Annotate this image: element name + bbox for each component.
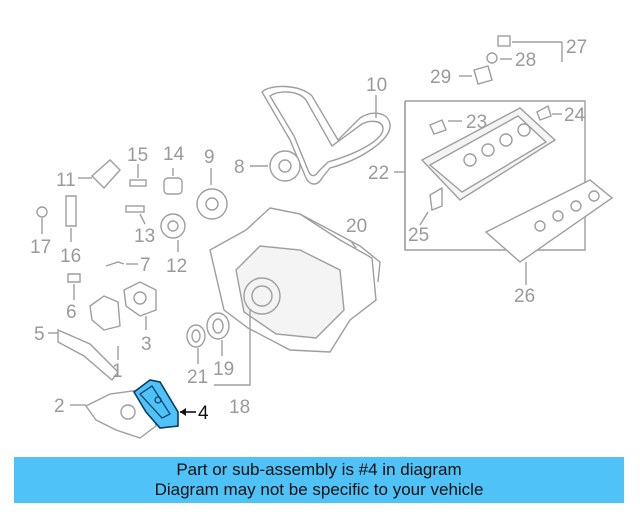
info-banner: Part or sub-assembly is #4 in diagram Di… [14,457,624,503]
label-28: 28 [515,50,536,71]
label-20: 20 [346,216,367,237]
label-4: 4 [198,403,209,424]
parts-diagram: 10 23 24 22 25 26 27 28 29 [30,35,614,439]
label-6: 6 [66,302,77,323]
label-3: 3 [141,334,152,355]
label-1: 1 [112,361,123,382]
banner-line-1: Part or sub-assembly is #4 in diagram [176,460,462,479]
lower-left-parts [57,273,157,382]
small-parts [36,159,147,267]
label-14: 14 [163,144,185,165]
label-7: 7 [140,255,151,276]
label-25: 25 [408,225,429,246]
label-21: 21 [187,367,208,388]
label-2: 2 [54,396,65,417]
valve-cover-gasket [484,179,614,263]
sprockets [160,150,301,239]
lower-timing-cover [84,389,157,439]
label-26: 26 [514,286,535,307]
label-11: 11 [56,170,76,191]
label-12: 12 [166,256,187,277]
label-15: 15 [127,145,148,166]
label-17: 17 [30,237,51,258]
label-18: 18 [229,397,250,418]
label-24: 24 [564,105,586,126]
label-9: 9 [204,147,215,168]
label-19: 19 [213,359,234,380]
engine-front-cover [209,207,381,353]
label-10: 10 [366,75,387,96]
label-13: 13 [134,226,155,247]
sensor-parts [473,35,511,85]
label-23: 23 [466,112,487,133]
label-16: 16 [60,246,81,267]
label-8: 8 [234,157,245,178]
seals [186,312,230,348]
valve-cover-box [404,100,586,251]
label-29: 29 [430,67,451,88]
label-5: 5 [34,324,45,345]
label-22: 22 [368,163,389,184]
highlighted-part-4[interactable] [132,379,179,429]
label-27: 27 [566,37,587,58]
banner-line-2: Diagram may not be specific to your vehi… [154,480,484,499]
timing-belt [261,85,391,185]
